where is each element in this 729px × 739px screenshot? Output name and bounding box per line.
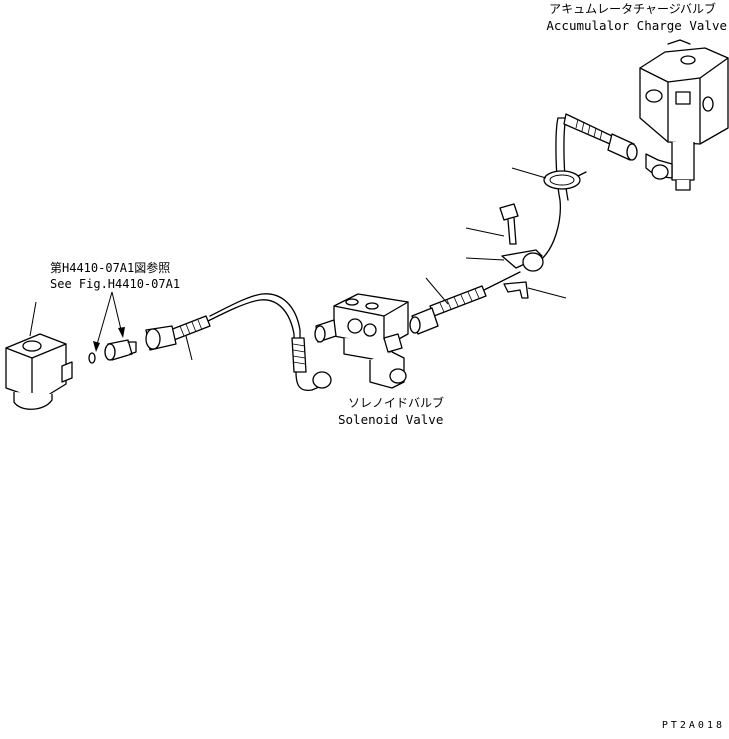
accumulator-charge-valve-label-en: Accumulalor Charge Valve [546,18,727,33]
bolt [465,203,519,245]
upper-hose-assembly [537,113,638,263]
solenoid-valve [314,293,409,389]
see-figure-reference-en: See Fig.H4410-07A1 [50,277,180,291]
accumulator-charge-valve-label-jp: アキュムレータチャージバルブ [549,1,716,16]
solenoid-valve-label-en: Solenoid Valve [338,412,443,427]
left-hose-elbow-hatch [292,343,306,365]
o-ring [88,352,96,364]
left-hose-assembly [145,293,332,392]
clamp-bracket [465,249,567,299]
reference-arrows [93,291,125,352]
solenoid-valve-label-jp: ソレノイドバルブ [348,395,444,410]
accumulator-charge-valve [639,39,729,191]
left-hose-hatch [179,319,203,337]
see-figure-reference-jp: 第H4410-07A1図参照 [50,260,170,275]
middle-hose-hatch [439,288,480,313]
adapter-fitting [104,339,137,361]
upper-hose-hatch [575,118,603,141]
clamp-ring [511,167,587,190]
solenoid-coil [5,301,73,410]
middle-hose-assembly [409,271,521,335]
drawing-code: PT2A018 [662,720,725,731]
